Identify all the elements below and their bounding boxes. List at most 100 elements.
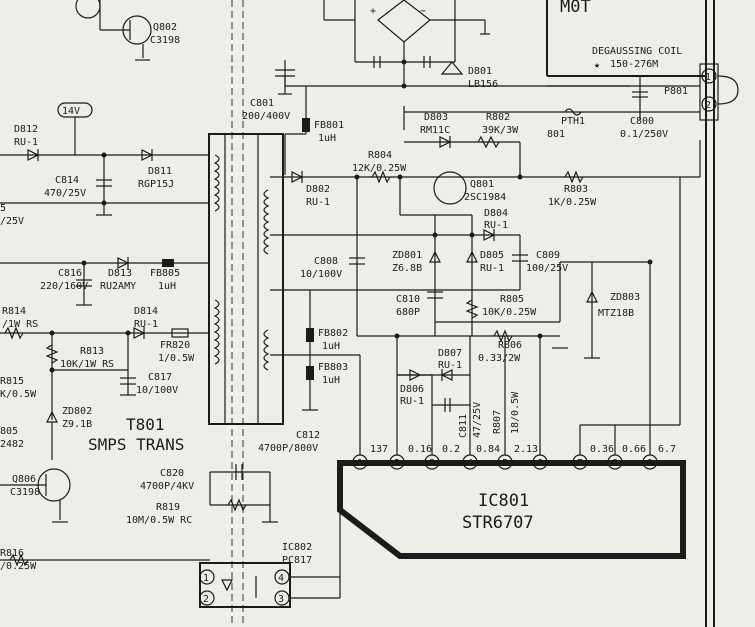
fuse-resistor-fr820 xyxy=(171,328,189,338)
diode-d806-symbol xyxy=(409,369,422,381)
label-degaussing-coil: DEGAUSSING COIL xyxy=(592,46,682,57)
ic801-voltage-pin3: 0.2 xyxy=(442,444,460,455)
label-r816: R816 xyxy=(0,548,24,559)
label-zd802-part: Z9.1B xyxy=(62,419,92,430)
ic801-pin-label: 9 xyxy=(647,458,653,469)
winding-primary-right xyxy=(263,189,270,255)
label-r814-value: /1W RS xyxy=(2,319,38,330)
ic801-pins xyxy=(352,454,658,470)
ic802-pin-label: 1 xyxy=(203,573,209,584)
label-fb802: FB802 xyxy=(318,328,348,339)
label-c817: C817 xyxy=(148,372,172,383)
label-d801: D801 xyxy=(468,66,492,77)
label-q806: Q806 xyxy=(12,474,36,485)
label-c810-value: 680P xyxy=(396,307,420,318)
junction xyxy=(101,200,107,206)
capacitor-c801-symbol xyxy=(275,69,295,95)
label-14v: 14V xyxy=(62,106,80,117)
ic801-pin-label: 5 xyxy=(502,458,508,469)
ic801-pin-label: 7 xyxy=(577,458,583,469)
label-c812-value: 4700P/800V xyxy=(258,443,318,454)
label-r802-value: 39K/3W xyxy=(482,125,519,136)
label-d806-part: RU-1 xyxy=(400,396,424,407)
junction xyxy=(401,83,407,89)
label-d805: D805 xyxy=(480,250,504,261)
label-d804: D804 xyxy=(484,208,508,219)
resistor-r816-symbol xyxy=(9,553,29,567)
label-left-25v: /25V xyxy=(0,216,24,227)
label-c811: C811 xyxy=(458,414,469,438)
label-d802: D802 xyxy=(306,184,330,195)
ferrite-bead-fb801 xyxy=(302,118,310,132)
ferrite-bead-fb802 xyxy=(306,328,314,342)
label-pth1: PTH1 xyxy=(561,116,585,127)
ic801-pin-label: 3 xyxy=(429,458,435,469)
winding-aux-right xyxy=(263,329,270,371)
label-q802-part: C3198 xyxy=(150,35,180,46)
ic802-pin xyxy=(199,569,215,585)
label-r807-value: 18/0.5W xyxy=(510,391,521,434)
label-ic802-part: PC817 xyxy=(282,555,312,566)
label-q801: Q801 xyxy=(470,179,494,190)
label-d804-part: RU-1 xyxy=(484,220,508,231)
label-c809-value: 100/25V xyxy=(526,263,568,274)
label-d803-part: RM11C xyxy=(420,125,450,136)
label-t801: T801 xyxy=(126,415,165,434)
label-ic801-part: STR6707 xyxy=(462,513,534,533)
diode-d803-symbol xyxy=(439,136,452,148)
label-c820: C820 xyxy=(160,468,184,479)
ic802-pin-label: 3 xyxy=(278,594,284,605)
ic801-body xyxy=(337,460,686,559)
label-r805: R805 xyxy=(500,294,524,305)
label-c800: C800 xyxy=(630,116,654,127)
label-d813: D813 xyxy=(108,268,132,279)
label-d814-part: RU-1 xyxy=(134,319,158,330)
label-c801-value: 200/400V xyxy=(242,111,290,122)
diode-d813-symbol xyxy=(117,257,130,269)
label-d813-part: RU2AMY xyxy=(100,281,136,292)
label-c817-value: 10/100V xyxy=(136,385,178,396)
resistor-r803-symbol xyxy=(564,170,584,184)
label-pth1-value: 801 xyxy=(547,129,565,140)
label-smps-trans: SMPS TRANS xyxy=(88,435,184,454)
label-d812: D812 xyxy=(14,124,38,135)
ic802-pin xyxy=(274,590,290,606)
label-c809: C809 xyxy=(536,250,560,261)
label-c808: C808 xyxy=(314,256,338,267)
label-zd803: ZD803 xyxy=(610,292,640,303)
label-fb801: FB801 xyxy=(314,120,344,131)
label-left-2482: 2482 xyxy=(0,439,24,450)
label-zd801-part: Z6.8B xyxy=(392,263,422,274)
svg-text:−: − xyxy=(420,6,426,17)
label-d806: D806 xyxy=(400,384,424,395)
led-symbol xyxy=(221,579,233,592)
transistor-upper xyxy=(75,0,101,19)
diode-d811-symbol xyxy=(141,149,154,161)
star-glyph: ★ xyxy=(594,60,600,71)
label-d805-part: RU-1 xyxy=(480,263,504,274)
label-fb802-value: 1uH xyxy=(322,341,340,352)
transistor-q801-symbol xyxy=(433,171,467,205)
label-d807-part: RU-1 xyxy=(438,360,462,371)
label-c816-value: 220/160V xyxy=(40,281,88,292)
winding-primary-left xyxy=(213,154,220,212)
diode-d805-symbol xyxy=(466,250,478,263)
label-zd801: ZD801 xyxy=(392,250,422,261)
label-r814: R814 xyxy=(2,306,26,317)
label-r815: R815 xyxy=(0,376,24,387)
junction xyxy=(517,174,523,180)
label-c812: C812 xyxy=(296,430,320,441)
ic802-pin xyxy=(199,590,215,606)
label-d811: D811 xyxy=(148,166,172,177)
label-r815-value: K/0.5W xyxy=(0,389,37,400)
label-d814: D814 xyxy=(134,306,158,317)
label-d803: D803 xyxy=(424,112,448,123)
resistor-r814-symbol xyxy=(4,326,24,340)
label-ic801: IC801 xyxy=(478,491,529,511)
resistor-r802-symbol xyxy=(477,135,500,149)
diode-d807-symbol xyxy=(440,369,453,381)
label-c800-value: 0.1/250V xyxy=(620,129,668,140)
label-r813-value: 10K/1W RS xyxy=(60,359,114,370)
